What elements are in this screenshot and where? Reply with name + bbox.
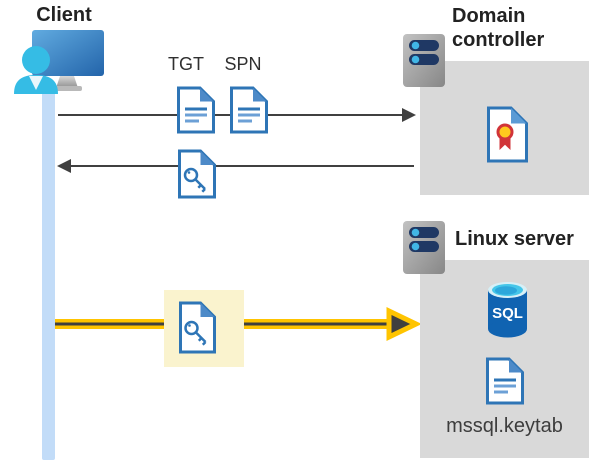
spn-document-icon (228, 86, 270, 134)
domain-controller-server-icon (402, 33, 446, 88)
spn-label: SPN (224, 54, 262, 74)
key-ticket-icon (176, 149, 218, 199)
sql-database-icon: SQL (486, 281, 529, 338)
key-ticket-highlighted-icon (177, 301, 218, 354)
linux-server-label: Linux server (455, 228, 574, 250)
tgt-document-icon (175, 86, 217, 134)
certificate-icon (485, 106, 530, 163)
arrow-dc-to-client-head (57, 159, 71, 173)
client-icon (10, 28, 106, 94)
sql-db-label: SQL (492, 305, 523, 322)
domain-controller-label: Domain controller (452, 5, 545, 51)
tgt-label: TGT (168, 54, 204, 74)
linux-server-icon (402, 220, 446, 275)
client-lifeline (42, 86, 55, 460)
keytab-filename-label: mssql.keytab (446, 415, 563, 437)
arrow-dc-to-client-line (71, 165, 414, 167)
client-label: Client (36, 4, 92, 26)
keytab-document-icon (484, 357, 526, 405)
arrow-client-to-linux-head (386, 307, 420, 341)
arrow-client-to-dc-head (402, 108, 416, 122)
